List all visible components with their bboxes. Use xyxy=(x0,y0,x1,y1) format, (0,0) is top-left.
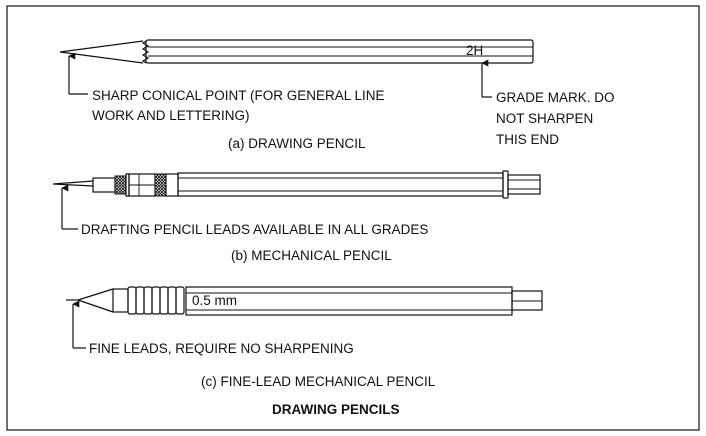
figure-title: DRAWING PENCILS xyxy=(272,402,400,417)
grade-callout-line3: THIS END xyxy=(496,132,559,147)
drawing-pencil: 2H xyxy=(59,39,534,64)
mechanical-pencil xyxy=(52,170,541,199)
fine-lead-pencil: 0.5 mm xyxy=(66,286,543,316)
mechanical-lead-callout: DRAFTING PENCIL LEADS AVAILABLE IN ALL G… xyxy=(81,222,428,237)
grade-callout-line1: GRADE MARK. DO xyxy=(496,90,615,105)
fine-lead-callout: FINE LEADS, REQUIRE NO SHARPENING xyxy=(89,341,354,356)
figure-border xyxy=(6,5,700,431)
point-callout-line2: WORK AND LETTERING) xyxy=(92,108,250,123)
grade-mark-label: 2H xyxy=(466,43,483,58)
caption-mechanical-pencil: (b) MECHANICAL PENCIL xyxy=(231,248,392,263)
caption-fine-lead-pencil: (c) FINE-LEAD MECHANICAL PENCIL xyxy=(201,374,436,389)
lead-size-label: 0.5 mm xyxy=(192,293,237,308)
grade-callout-line2: NOT SHARPEN xyxy=(496,111,593,126)
caption-drawing-pencil: (a) DRAWING PENCIL xyxy=(228,136,366,151)
point-callout-line1: SHARP CONICAL POINT (FOR GENERAL LINE xyxy=(92,88,385,103)
